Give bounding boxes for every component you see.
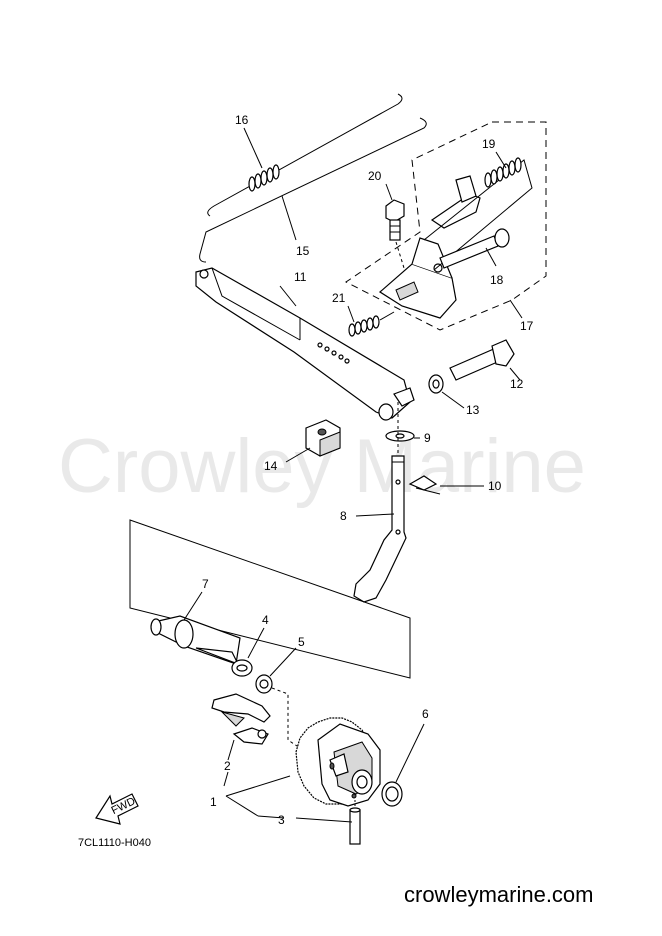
coil-16: [248, 164, 280, 192]
callout-11: 11: [294, 270, 307, 284]
part-6-washer: [381, 723, 425, 807]
part-2-lever: [211, 693, 271, 787]
callout-1: 1: [210, 795, 217, 809]
part-1-gear: [295, 717, 381, 807]
callout-17: 17: [520, 319, 534, 333]
callout-9: 9: [424, 431, 431, 445]
callout-3: 3: [278, 813, 285, 827]
footer-url[interactable]: crowleymarine.com: [404, 882, 594, 907]
part-10-clip: [408, 475, 484, 495]
callout-15: 15: [296, 244, 310, 258]
callout-18: 18: [490, 273, 504, 287]
lever-holes: [317, 342, 350, 364]
callout-21: 21: [332, 291, 346, 305]
callout-10: 10: [488, 479, 502, 493]
callout-2: 2: [224, 759, 231, 773]
part-4-washer: [231, 627, 265, 677]
part-11-lever: [195, 267, 415, 421]
part-21-spring: [347, 305, 395, 337]
part-5-washer: [255, 647, 301, 749]
part-14-nut: [285, 419, 341, 463]
callout-numbers: 16 15 11 19 20 18 21 17 12 13 9 14 10 8 …: [202, 113, 534, 827]
callout-14: 14: [264, 459, 278, 473]
callout-20: 20: [368, 169, 382, 183]
part-13-washer: [428, 374, 465, 409]
callout-16: 16: [235, 113, 249, 127]
leader-lines-1-2-3: [225, 775, 353, 823]
part-7-pin-group: [129, 519, 411, 679]
part-19-spring: [484, 151, 522, 188]
part-12-bolt: [449, 339, 521, 381]
part-18-bolt: [439, 228, 510, 269]
fwd-arrow-icon: FWD: [95, 793, 139, 825]
part-20-bolt: [385, 183, 405, 269]
callout-6: 6: [422, 707, 429, 721]
part-16-spring-rod: [199, 93, 427, 263]
callout-5: 5: [298, 635, 305, 649]
part-3-pin: [349, 800, 361, 845]
callout-19: 19: [482, 137, 496, 151]
drawing-code: 7CL1110-H040: [78, 837, 151, 849]
callout-12: 12: [510, 377, 524, 391]
callout-8: 8: [340, 509, 347, 523]
callout-7: 7: [202, 577, 209, 591]
part-9-washer: [385, 430, 420, 442]
callout-4: 4: [262, 613, 269, 627]
part-17-bracket-assembly: [345, 121, 547, 331]
callout-13: 13: [466, 403, 480, 417]
